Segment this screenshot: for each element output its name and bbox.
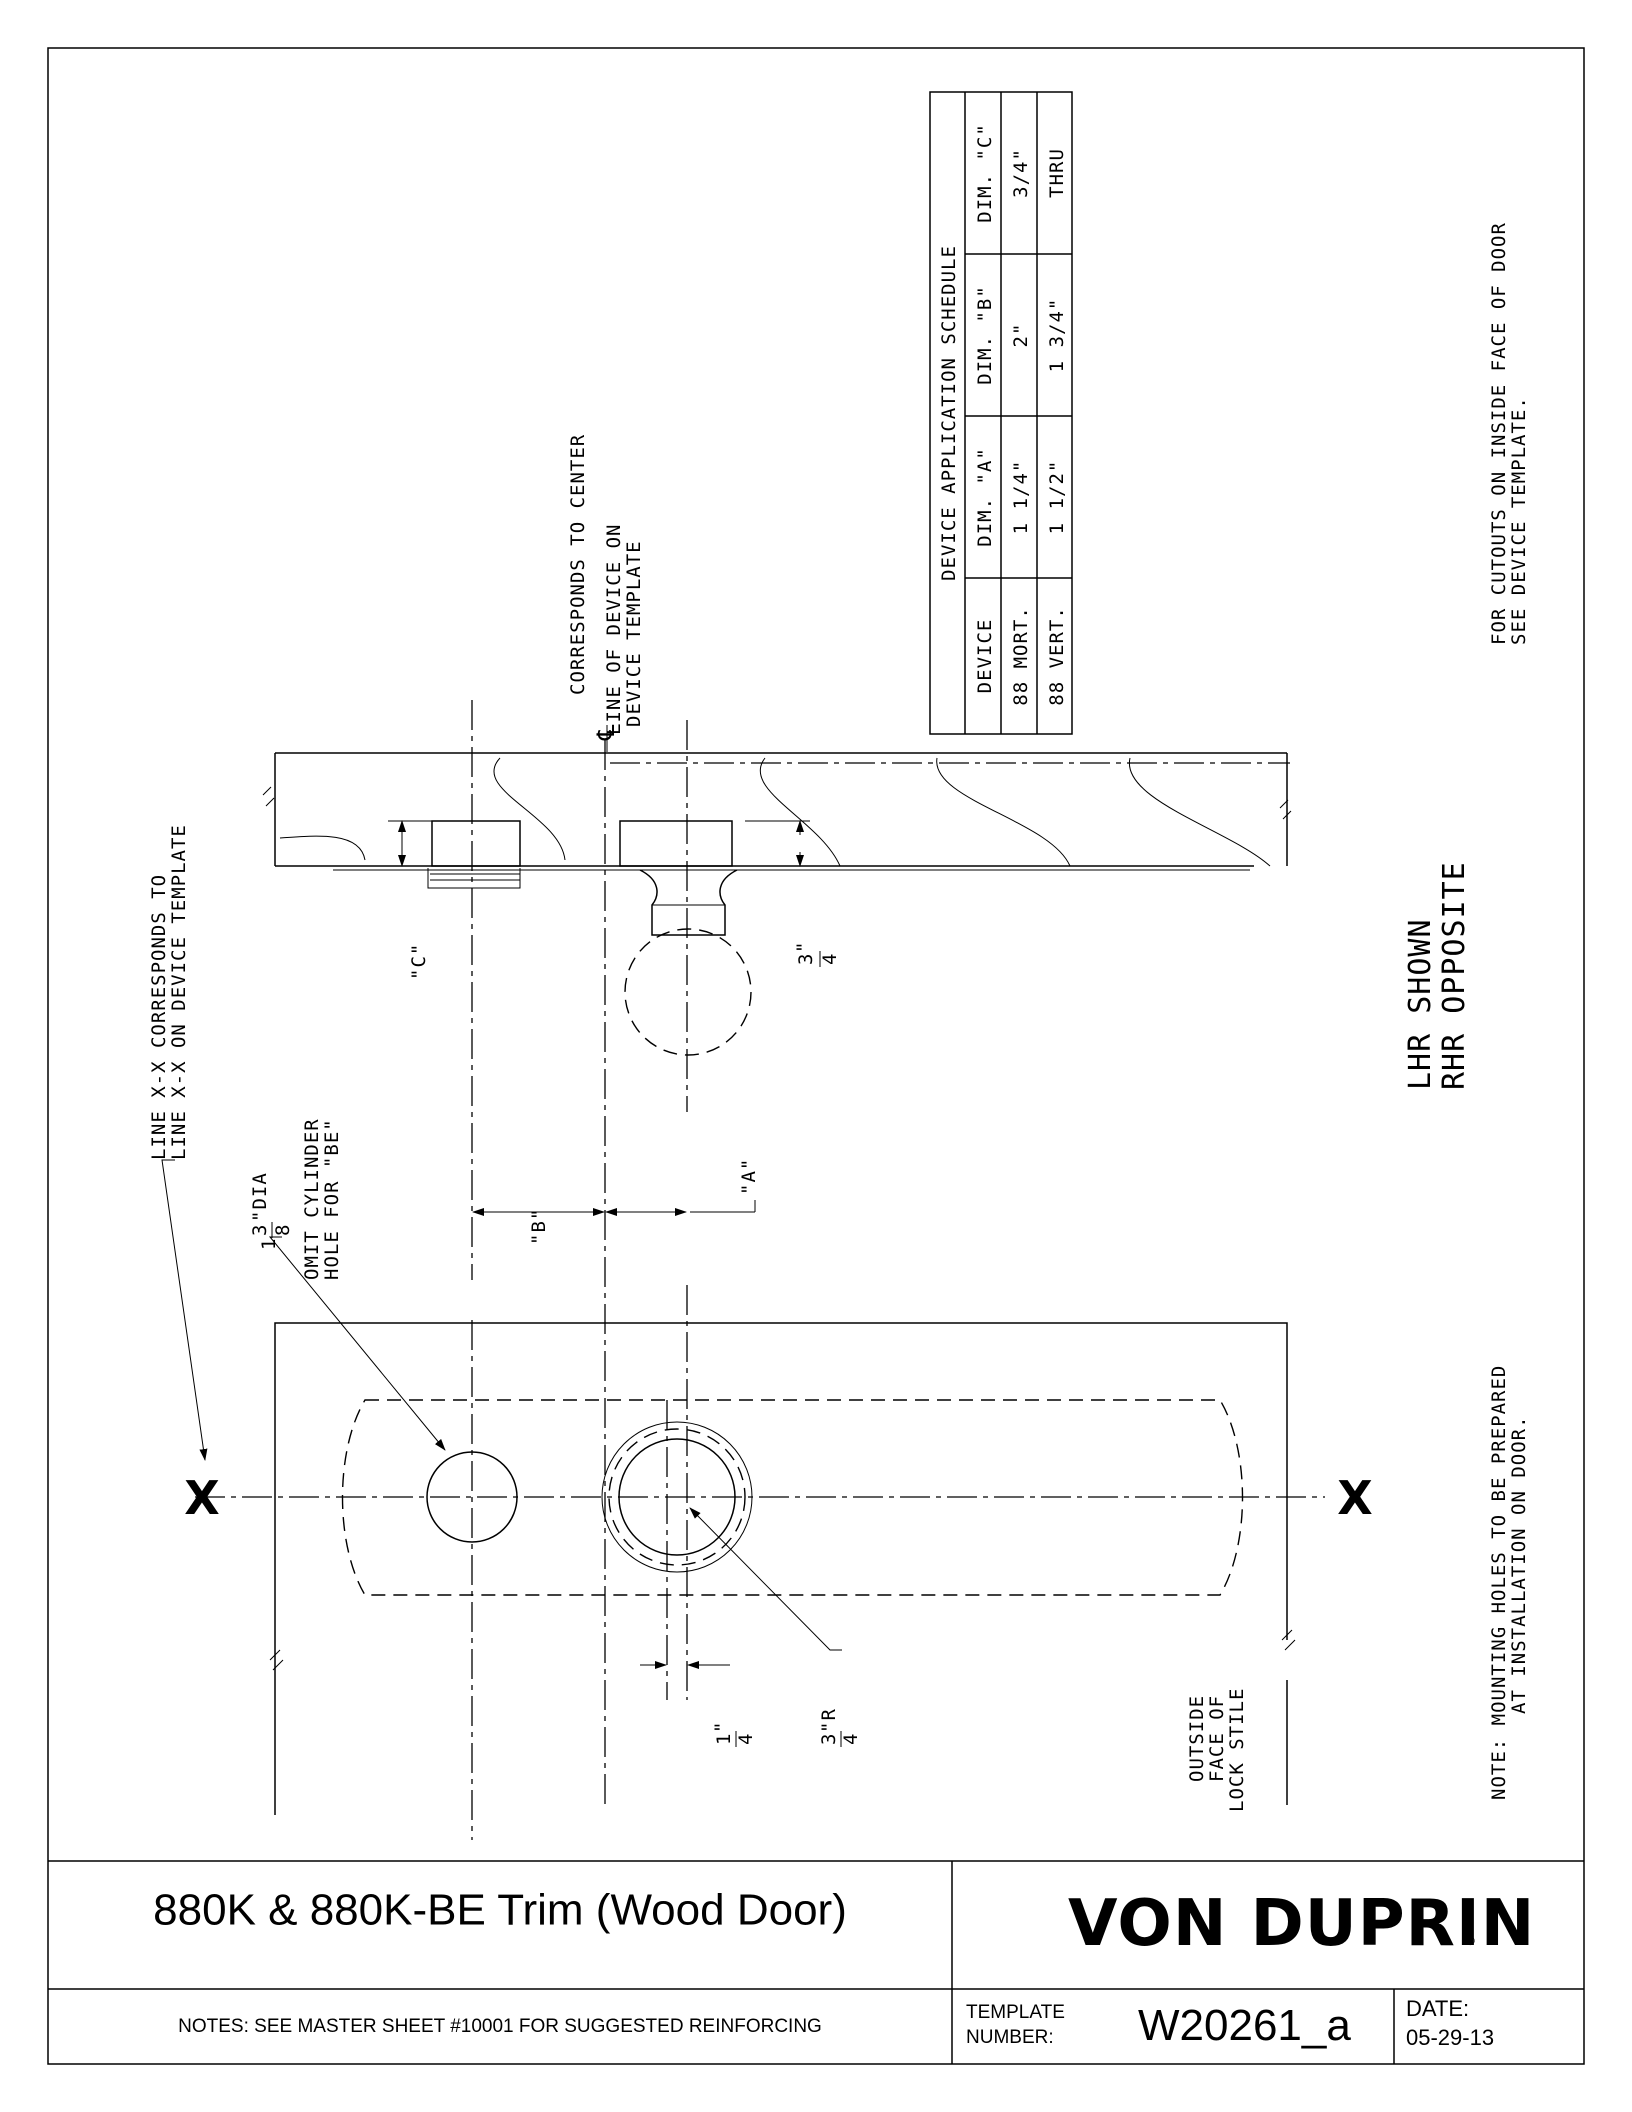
centerline-symbol: ℄: [592, 724, 620, 741]
quarter-num: 1: [713, 1733, 735, 1745]
mounting-note-2: AT INSTALLATION ON DOOR.: [1508, 1415, 1530, 1714]
door-face-view: [269, 1322, 1296, 1815]
line-of-device-note-2: DEVICE TEMPLATE: [623, 540, 645, 727]
schedule-header: DIM. "A": [974, 447, 996, 547]
dim-b-label: "B": [528, 1208, 550, 1245]
template-label-2: NUMBER:: [966, 2027, 1054, 2048]
brand-name: VON DUPRIN: [1068, 1887, 1535, 1961]
trim-spindle-hole: [618, 1438, 736, 1556]
template-number: W20261_a: [1138, 2001, 1351, 2050]
x-mark-left: X: [184, 1471, 219, 1525]
date-label: DATE:: [1406, 1996, 1469, 2021]
schedule-cell: 1 1/2": [1046, 460, 1068, 535]
cutouts-note-1: FOR CUTOUTS ON INSIDE FACE OF DOOR: [1488, 222, 1510, 645]
line-xx-note-2: LINE X-X ON DEVICE TEMPLATE: [168, 824, 190, 1160]
omit-cylinder-note-1: OMIT CYLINDER: [301, 1118, 323, 1280]
von-duprin-logo: VON DUPRIN ®: [1068, 1887, 1535, 1961]
center-lines: [195, 700, 1325, 1840]
schedule-cell: 88 VERT.: [1046, 606, 1068, 706]
schedule-cell: 1 3/4": [1046, 298, 1068, 373]
handing-note-1: LHR SHOWN: [1403, 918, 1438, 1090]
cylinder-hole: [426, 1451, 518, 1543]
mounting-note-1: NOTE: MOUNTING HOLES TO BE PREPARED: [1488, 1365, 1510, 1800]
x-mark-right: X: [1337, 1471, 1372, 1525]
three-quarter-den: 4: [819, 953, 841, 965]
line-of-device-note-1: LINE OF DEVICE ON: [603, 524, 625, 735]
dia-den: 8: [272, 1224, 294, 1236]
radius-num: 3: [818, 1733, 840, 1745]
schedule-cell: 3/4": [1010, 148, 1032, 198]
schedule-header: DIM. "C": [974, 123, 996, 223]
device-application-schedule: DEVICE APPLICATION SCHEDULE DEVICE DIM. …: [929, 91, 1073, 735]
schedule-title: DEVICE APPLICATION SCHEDULE: [938, 245, 960, 581]
date-value: 05-29-13: [1406, 2025, 1494, 2050]
template-label-1: TEMPLATE: [966, 2002, 1065, 2023]
handing-note-2: RHR OPPOSITE: [1437, 861, 1472, 1090]
quarter-den: 4: [735, 1733, 757, 1745]
three-quarter-num: 3: [795, 953, 817, 965]
corresponds-center-note: CORRESPONDS TO CENTER: [567, 434, 589, 695]
schedule-cell: 2": [1010, 323, 1032, 348]
quarter-mark: ": [711, 1721, 733, 1733]
schedule-cell: 88 MORT.: [1010, 606, 1032, 706]
schedule-cell: THRU: [1046, 148, 1068, 198]
three-quarter-mark: ": [793, 941, 815, 953]
radius-suffix: "R: [818, 1708, 840, 1733]
door-edge-section: [262, 752, 1292, 1056]
omit-cylinder-note-2: HOLE FOR "BE": [321, 1118, 343, 1280]
drawing-title: 880K & 880K-BE Trim (Wood Door): [153, 1886, 847, 1935]
sheet-border: [47, 47, 1585, 2065]
registered-mark: ®: [1466, 1934, 1475, 1948]
schedule-cell: 1 1/4": [1010, 460, 1032, 535]
reinforcing-notes: NOTES: SEE MASTER SHEET #10001 FOR SUGGE…: [178, 2016, 822, 2037]
schedule-header: DIM. "B": [974, 285, 996, 385]
radius-den: 4: [840, 1733, 862, 1745]
line-xx-note-1: LINE X-X CORRESPONDS TO: [148, 874, 170, 1160]
outside-face-note-1: OUTSIDE: [1186, 1695, 1208, 1782]
dim-a-label: "A": [738, 1158, 760, 1195]
dim-c-label: "C": [408, 943, 430, 980]
dia-suffix: "DIA: [249, 1172, 271, 1222]
dimension-lines: [161, 725, 842, 1669]
outside-face-note-3: LOCK STILE: [1226, 1688, 1248, 1812]
outside-face-note-2: FACE OF: [1206, 1695, 1228, 1782]
dia-whole: 1: [258, 1238, 280, 1250]
dia-num: 3: [249, 1224, 271, 1236]
schedule-header: DEVICE: [974, 619, 996, 694]
cutouts-note-2: SEE DEVICE TEMPLATE.: [1508, 396, 1530, 645]
